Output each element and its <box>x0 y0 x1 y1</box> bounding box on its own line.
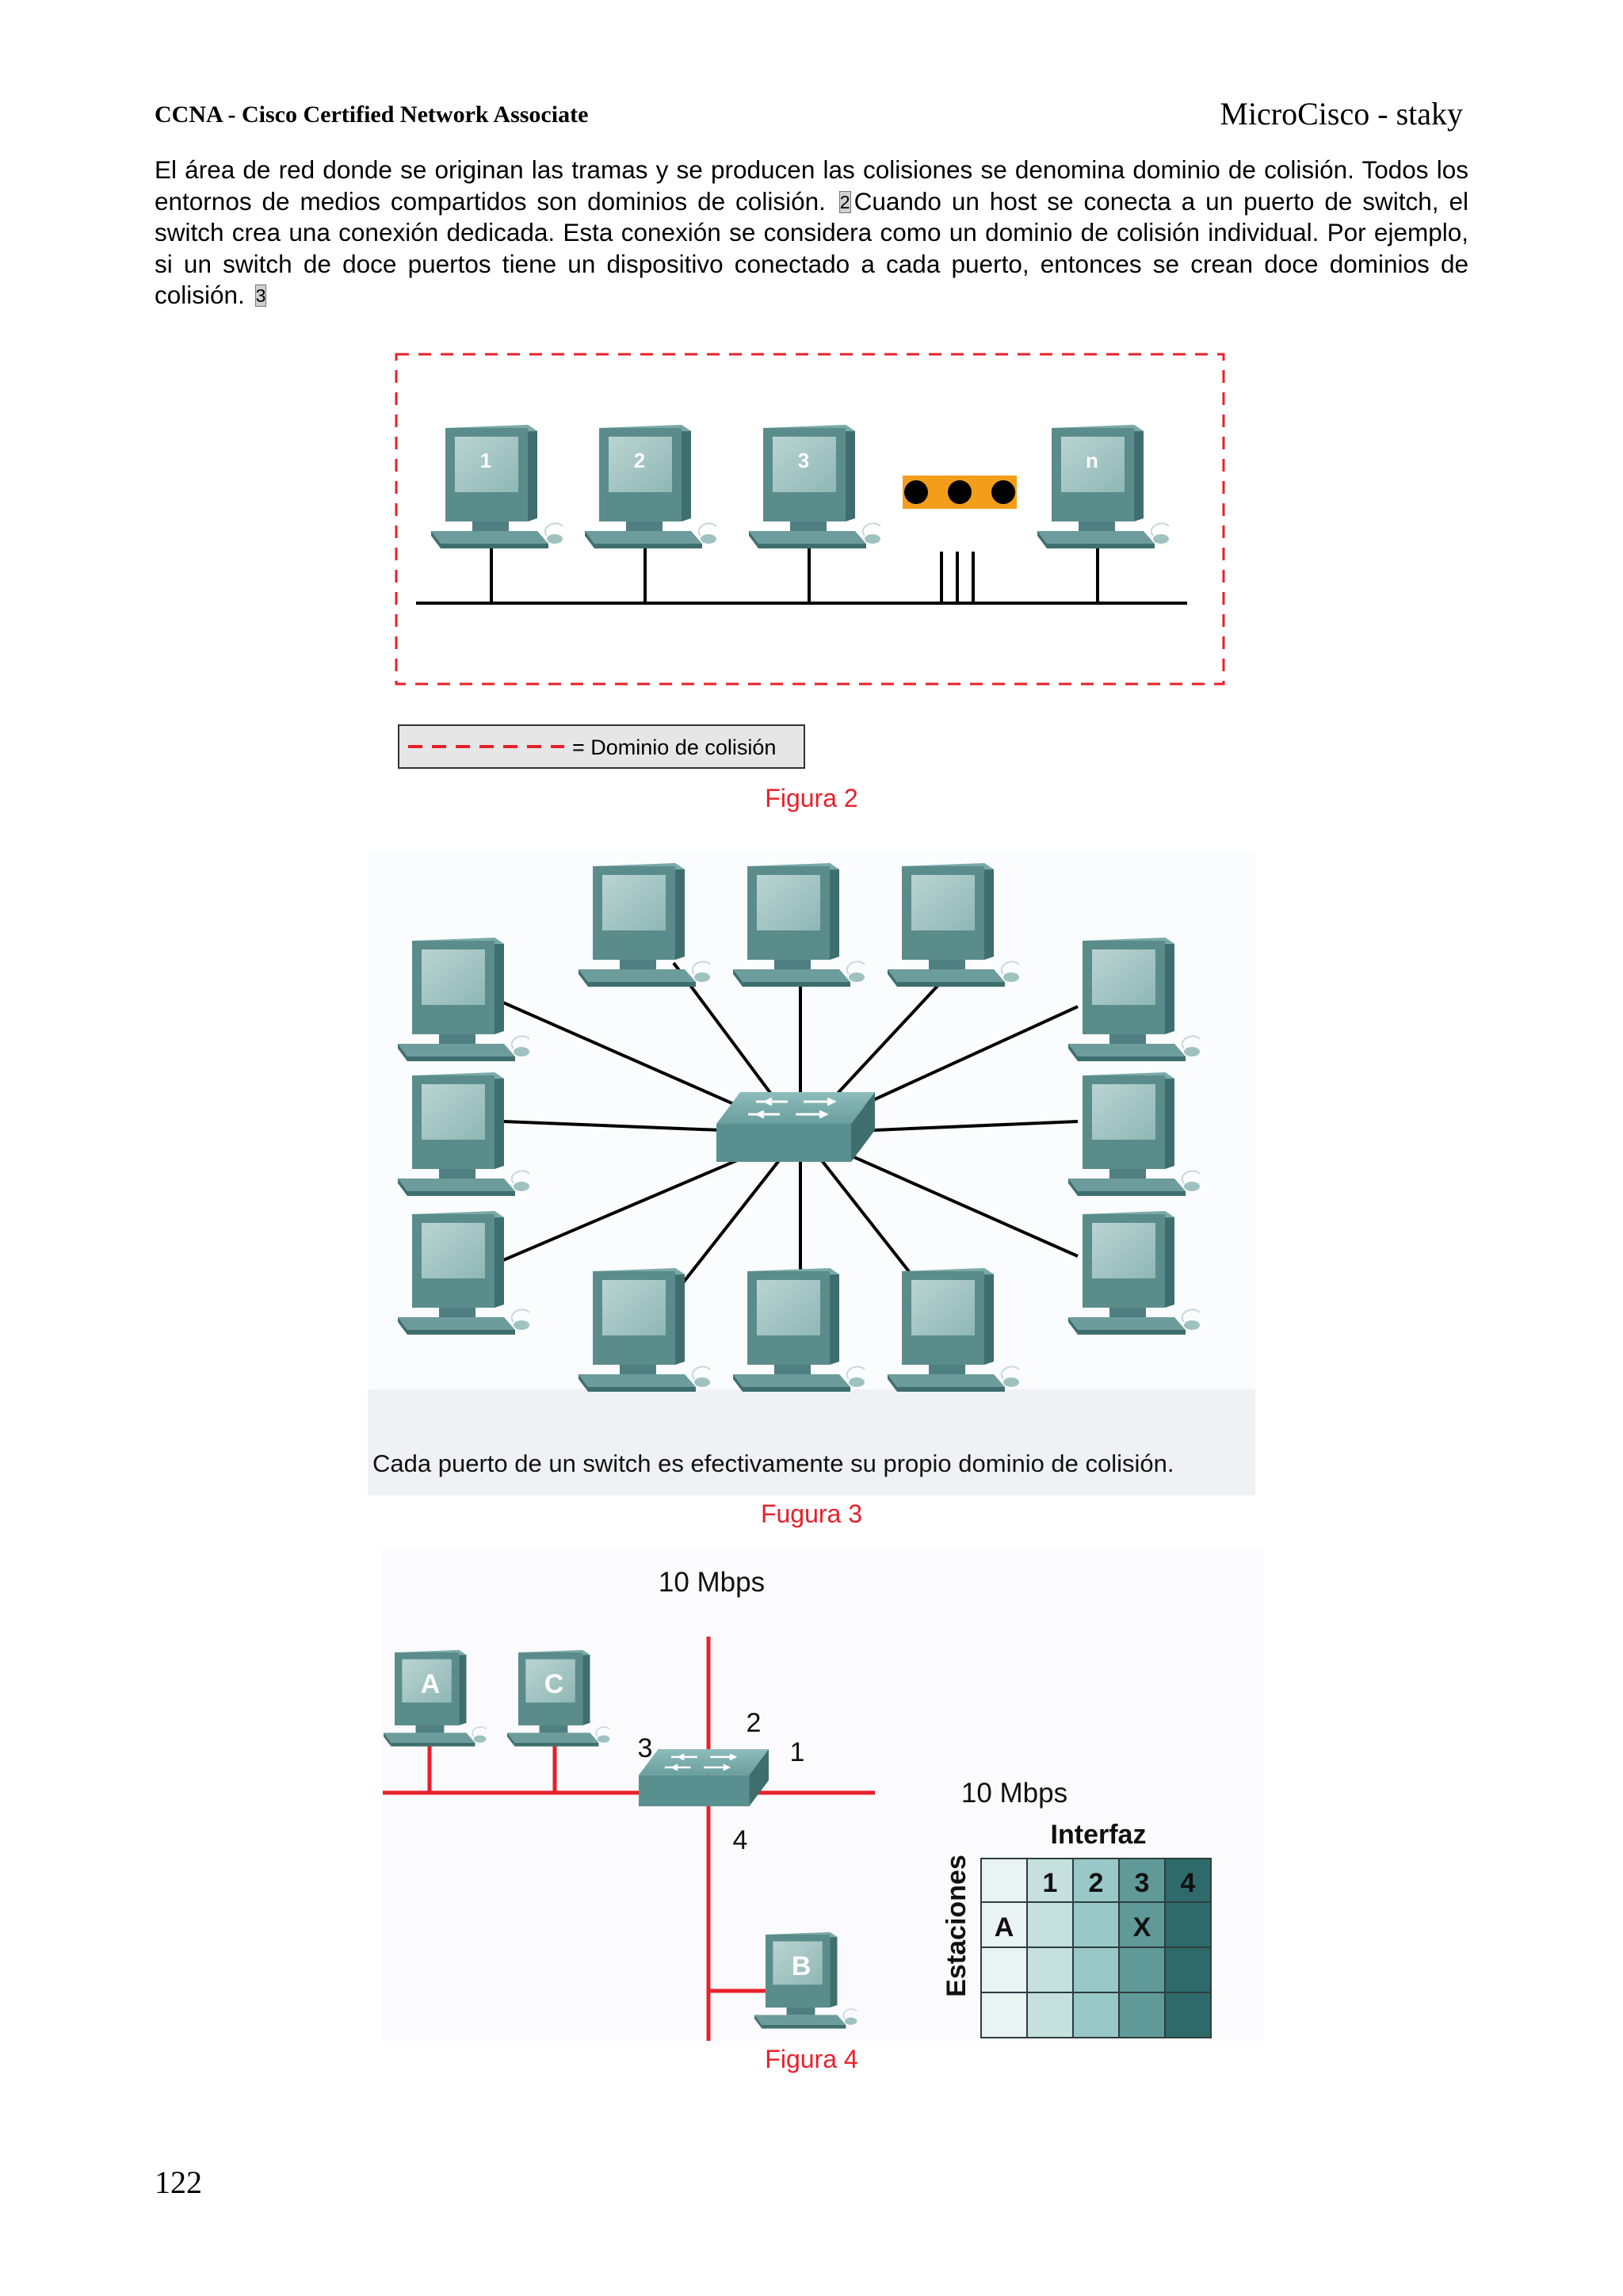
host-1-computer-icon <box>430 424 563 549</box>
legend-box: = Dominio de colisión <box>398 724 805 769</box>
port-label-4: 4 <box>733 1825 748 1855</box>
table-row-title: Estaciones <box>941 1855 972 1997</box>
host-label-b: B <box>792 1951 812 1981</box>
paragraph-part-1: El área de red donde se originan las tra… <box>155 155 1468 216</box>
host-label-a: A <box>421 1669 441 1699</box>
host-label-2: 2 <box>634 449 645 472</box>
host-n-computer-icon <box>1037 424 1170 549</box>
figure-ref-2[interactable]: 2 <box>838 190 851 213</box>
host-2-computer-icon <box>584 424 717 549</box>
header-title: CCNA - Cisco Certified Network Associate <box>155 101 589 128</box>
table-col-2: 2 <box>1089 1868 1104 1898</box>
table-column-title: Interfaz <box>1051 1820 1147 1850</box>
switch-icon <box>637 1748 770 1808</box>
figure-3-description: Cada puerto de un switch es efectivament… <box>372 1450 1174 1477</box>
figure-3: Cada puerto de un switch es efectivament… <box>368 853 1255 1528</box>
network-speed-label: 10 Mbps <box>659 1567 765 1598</box>
paragraph-part-2: Cuando un host se conecta a un puerto de… <box>155 186 1468 310</box>
page-number: 122 <box>155 2164 202 2200</box>
host-3-computer-icon <box>748 424 881 549</box>
legend-label: = Dominio de colisión <box>572 735 776 759</box>
switching-table: 10 Mbps Interfaz Estaciones <box>941 1778 1212 2038</box>
port-label-1: 1 <box>790 1737 805 1767</box>
figure-2: 1 2 3 n = Dominio de colisión Figura 2 <box>395 353 1225 812</box>
table-col-4: 4 <box>1181 1868 1196 1898</box>
intro-paragraph: El área de red donde se originan las tra… <box>155 155 1468 311</box>
ellipsis-icon <box>903 476 1017 509</box>
figure-3-caption: Fugura 3 <box>761 1499 862 1528</box>
ethernet-links <box>383 1637 875 2041</box>
host-label-n: n <box>1086 449 1098 472</box>
host-label-1: 1 <box>480 449 491 472</box>
port-label-3: 3 <box>638 1733 653 1763</box>
figure-2-caption: Figura 2 <box>765 784 857 812</box>
header-author: MicroCisco - staky <box>1220 96 1463 132</box>
port-label-2: 2 <box>747 1708 762 1738</box>
table-row-a-station: A <box>995 1912 1014 1943</box>
figure-4: 10 Mbps A C B 1 2 3 4 10 Mbps Interfaz E… <box>382 1549 1263 2073</box>
host-label-c: C <box>544 1669 564 1699</box>
table-col-3: 3 <box>1135 1868 1150 1898</box>
table-row-a-port-3-mark: X <box>1133 1912 1151 1943</box>
host-label-3: 3 <box>798 449 809 472</box>
table-col-1: 1 <box>1043 1868 1058 1898</box>
central-switch-icon <box>715 1091 876 1163</box>
figure-ref-3[interactable]: 3 <box>254 285 267 307</box>
table-speed-label: 10 Mbps <box>961 1778 1067 1809</box>
figure-4-caption: Figura 4 <box>765 2045 857 2073</box>
